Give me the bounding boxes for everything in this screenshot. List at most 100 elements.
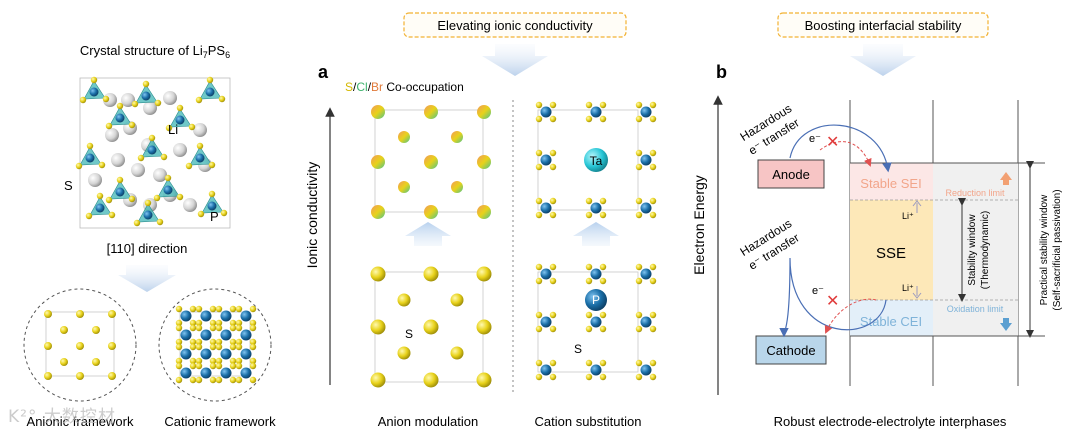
ps4-tetrahedra xyxy=(75,76,228,227)
sulfur-atom xyxy=(209,338,217,346)
sulfur-atom xyxy=(370,266,386,282)
sulfur-atom xyxy=(209,324,217,332)
sulfur-atom xyxy=(209,357,217,365)
sulfur-atom xyxy=(599,263,607,271)
sulfur-atom xyxy=(195,319,203,327)
phosphorus-atom xyxy=(220,329,232,341)
sulfur-atom xyxy=(585,115,593,123)
red-x-bottom: ✕ xyxy=(826,293,839,310)
sulfur-atom xyxy=(649,311,657,319)
phosphorus-atom xyxy=(220,367,232,379)
phosphorus-atom xyxy=(180,348,192,360)
sulfur-atom xyxy=(649,115,657,123)
sulfur-atom xyxy=(235,338,243,346)
oxidation-limit: Oxidation limit xyxy=(947,304,1004,314)
sulfur-atom xyxy=(585,373,593,381)
anion-up-arrow xyxy=(405,222,451,246)
sulfur-atom xyxy=(215,343,223,351)
oxidation-arrow xyxy=(1000,318,1012,331)
sulfur-atom xyxy=(96,192,104,200)
sulfur-atom xyxy=(116,102,124,110)
mixed-anion-atom xyxy=(424,105,438,119)
sulfur-atom xyxy=(195,357,203,365)
cationic-caption: Cationic framework xyxy=(164,414,276,429)
sulfur-atom xyxy=(535,163,543,171)
ta-atom xyxy=(584,148,608,172)
phosphorus-atom xyxy=(640,202,652,214)
sulfur-atom xyxy=(189,376,197,384)
sulfur-atom xyxy=(209,319,217,327)
phosphorus-atom xyxy=(540,106,552,118)
phosphorus-atom xyxy=(115,113,125,123)
sulfur-atom xyxy=(549,325,557,333)
sulfur-atom xyxy=(76,310,84,318)
sulfur-atom xyxy=(137,154,145,162)
phosphorus-atom xyxy=(200,348,212,360)
sulfur-atom xyxy=(188,123,196,131)
sulfur-atom xyxy=(195,376,203,384)
sulfur-atom xyxy=(549,277,557,285)
sulfur-atom xyxy=(649,325,657,333)
cationic-circle xyxy=(158,288,272,402)
crystal-structure-panel: Crystal structure of Li7PS6 Li S P [110]… xyxy=(23,43,276,429)
phosphorus-atom xyxy=(540,364,552,376)
sulfur-atom xyxy=(108,342,116,350)
sulfur-atom xyxy=(156,218,164,226)
crystal-structure-image xyxy=(75,76,231,229)
sulfur-atom xyxy=(635,263,643,271)
sulfur-atom xyxy=(235,305,243,313)
sulfur-atom xyxy=(249,305,257,313)
phosphorus-atom xyxy=(590,316,602,328)
sulfur-atom xyxy=(585,359,593,367)
sulfur-atom xyxy=(397,346,411,360)
mixed-anion-atom xyxy=(371,105,385,119)
mixed-anion-atom xyxy=(451,131,463,143)
sulfur-atom xyxy=(108,372,116,380)
sulfur-atom xyxy=(131,100,139,108)
sulfur-atom xyxy=(599,211,607,219)
watermark: K²° 大数控材 xyxy=(8,407,116,427)
phosphorus-atom xyxy=(195,153,205,163)
sulfur-atom xyxy=(85,212,93,220)
sulfur-atom xyxy=(92,358,100,366)
sulfur-atom xyxy=(635,277,643,285)
panel-b: Boosting interfacial stability b Electro… xyxy=(691,12,1063,429)
sulfur-atom xyxy=(450,293,464,307)
sulfur-atom xyxy=(189,305,197,313)
cation-caption: Cation substitution xyxy=(535,414,642,429)
e-blocked-arrow-top xyxy=(819,141,872,167)
sulfur-atom xyxy=(175,305,183,313)
phosphorus-atom xyxy=(89,87,99,97)
stability-window-text: Stability window xyxy=(967,214,978,286)
sulfur-atom xyxy=(249,338,257,346)
anionic-framework-atoms xyxy=(44,310,116,380)
sulfur-atom xyxy=(208,190,216,198)
sulfur-atom xyxy=(535,263,543,271)
sulfur-atom xyxy=(635,101,643,109)
sulfur-atom xyxy=(175,376,183,384)
sulfur-atom xyxy=(209,343,217,351)
sulfur-atom xyxy=(44,342,52,350)
sulfur-atom xyxy=(370,319,386,335)
sulfur-atom xyxy=(79,96,87,104)
panel-b-letter: b xyxy=(716,62,727,82)
sulfur-atom xyxy=(176,193,184,201)
sulfur-atom xyxy=(235,357,243,365)
phosphorus-atom xyxy=(143,210,153,220)
sulfur-atom xyxy=(649,101,657,109)
sulfur-atom xyxy=(249,357,257,365)
sulfur-atom xyxy=(535,373,543,381)
sulfur-atom xyxy=(154,99,162,107)
sulfur-atom xyxy=(585,263,593,271)
sulfur-atom xyxy=(585,197,593,205)
sulfur-atom xyxy=(215,338,223,346)
sulfur-atom xyxy=(599,373,607,381)
phosphorus-atom xyxy=(180,367,192,379)
sulfur-atom xyxy=(635,373,643,381)
lithium-atom xyxy=(183,198,197,212)
sulfur-atom xyxy=(60,358,68,366)
mixed-anion-atom xyxy=(424,205,438,219)
sulfur-atom xyxy=(635,311,643,319)
